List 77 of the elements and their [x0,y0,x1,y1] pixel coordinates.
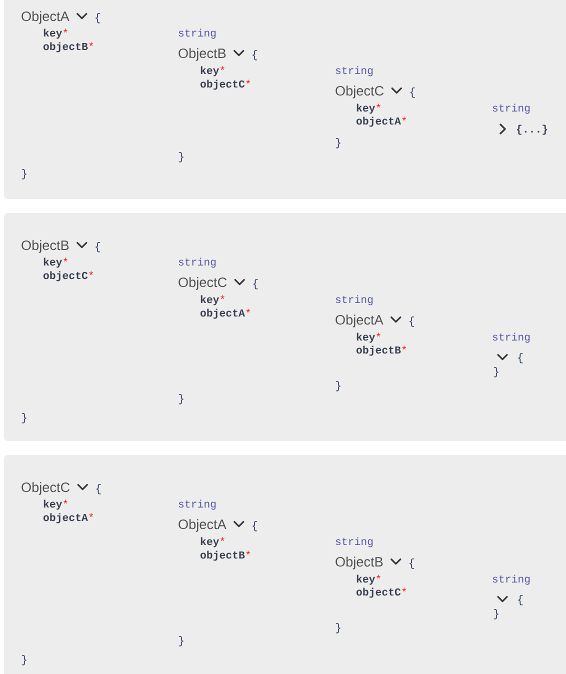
opening-brace: { [96,13,100,24]
opening-brace: { [96,242,100,252]
required-asterisk: * [402,588,406,592]
type-label: string [336,295,373,306]
property-name: key [356,104,376,114]
required-asterisk: * [376,574,380,579]
opening-brace: { [518,595,523,606]
opening-brace: { [253,279,258,290]
opening-brace: { [410,558,414,569]
property-name: key [44,258,62,268]
closing-brace: } [336,623,340,634]
property-name: objectA [200,308,245,319]
property-name: objectA [356,116,401,127]
required-asterisk: * [246,80,250,84]
property-name: key [356,332,376,343]
required-asterisk: * [402,116,406,121]
closing-brace: } [336,381,340,392]
model-title: ObjectB [336,556,383,570]
closing-brace: } [178,636,184,646]
required-asterisk: * [64,28,68,33]
required-asterisk: * [89,271,94,276]
type-label: string [492,104,530,114]
type-label: string [178,500,216,510]
opening-brace: { [410,316,414,327]
model-title: ObjectA [336,314,384,328]
property-name: objectB [43,42,88,52]
model-title: ObjectC [336,86,384,98]
property-name: objectC [200,80,245,90]
type-label: string [492,332,530,343]
closing-brace: } [336,138,340,148]
type-label: string [336,66,373,76]
property-name: key [44,500,62,510]
closing-brace: } [22,413,26,424]
model-title: ObjectA [22,11,70,24]
property-name: objectB [200,550,245,561]
model-title: ObjectB [178,48,226,61]
property-name: objectB [356,346,401,356]
collapsed-object: {...} [517,124,548,135]
closing-brace: } [178,394,184,404]
required-asterisk: * [376,332,380,337]
property-name: key [200,295,220,306]
opening-brace: { [252,521,258,532]
opening-brace: { [518,353,523,364]
model-title: ObjectC [22,482,70,495]
required-asterisk: * [64,258,68,262]
property-name: key [44,28,62,39]
opening-brace: { [96,484,101,494]
model-title: ObjectA [178,519,226,532]
model-title: ObjectB [22,240,69,253]
property-name: objectC [43,271,88,282]
type-label: string [178,258,216,268]
required-asterisk: * [220,66,224,70]
required-asterisk: * [64,500,68,504]
required-asterisk: * [402,346,406,350]
property-name: key [200,537,220,548]
property-name: objectA [43,513,88,524]
model-title: ObjectC [178,277,227,290]
required-asterisk: * [220,295,224,300]
closing-brace: } [494,367,498,378]
required-asterisk: * [246,308,250,313]
property-name: key [356,574,376,585]
closing-brace: } [494,609,498,620]
property-name: objectC [356,588,401,598]
required-asterisk: * [89,42,94,46]
opening-brace: { [410,88,415,98]
closing-brace: } [22,655,26,666]
closing-brace: } [178,152,184,162]
required-asterisk: * [376,104,380,108]
property-name: key [200,66,220,76]
closing-brace: } [22,169,26,180]
required-asterisk: * [220,537,224,542]
required-asterisk: * [246,550,250,555]
opening-brace: { [252,50,258,60]
type-label: string [336,537,373,548]
type-label: string [178,28,216,39]
required-asterisk: * [89,513,94,518]
type-label: string [492,574,530,585]
